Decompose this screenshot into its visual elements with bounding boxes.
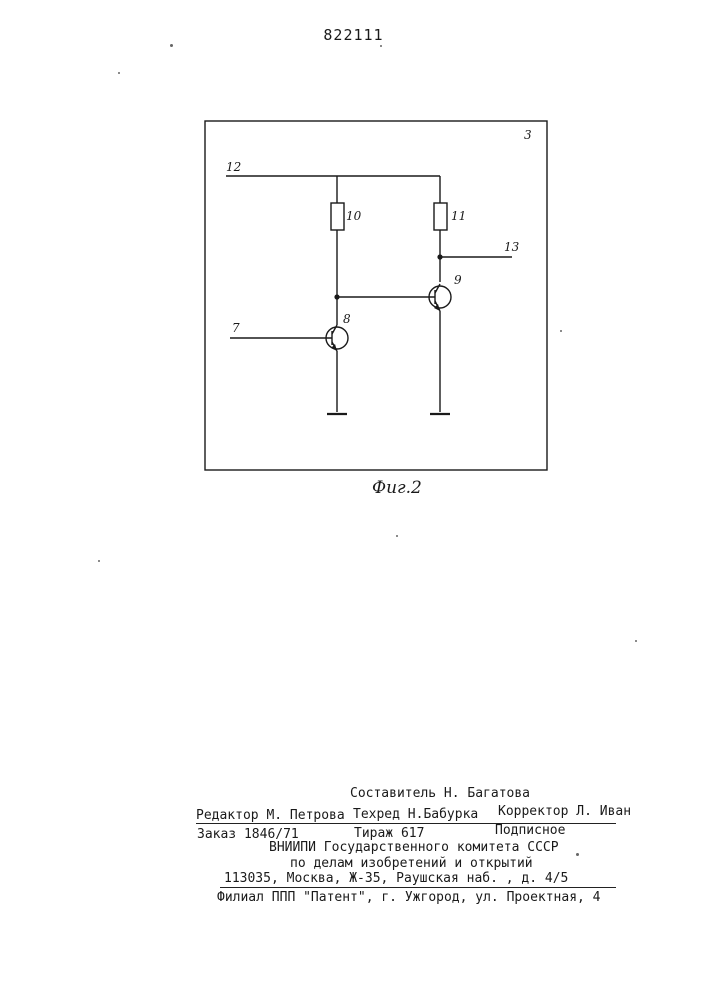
transistor-8-label: 8 xyxy=(343,312,351,326)
scan-speck xyxy=(118,72,120,74)
junction-node-output xyxy=(437,254,442,259)
scan-speck xyxy=(98,560,100,562)
resistor-10 xyxy=(331,203,344,230)
resistor-11 xyxy=(434,203,447,230)
scan-speck xyxy=(380,45,382,47)
resistor-10-label: 10 xyxy=(346,209,362,223)
block-label: 3 xyxy=(524,128,532,142)
organization-line-2: по делам изобретений и открытий xyxy=(290,856,533,871)
corrector: Корректор Л. Иван xyxy=(498,804,631,819)
techred: Техред Н.Бабурка xyxy=(353,807,478,822)
organization-line-1: ВНИИПИ Государственного комитета СССР xyxy=(269,840,559,855)
address: 113035, Москва, Ж-35, Раушская наб. , д.… xyxy=(224,871,568,886)
output-terminal-label: 13 xyxy=(504,240,520,254)
junction-node-left xyxy=(334,294,339,299)
subscription: Подписное xyxy=(495,823,565,838)
figure-caption: Фиг.2 xyxy=(372,478,422,498)
branch: Филиал ППП "Патент", г. Ужгород, ул. Про… xyxy=(217,890,601,905)
scan-speck xyxy=(396,535,398,537)
scan-speck xyxy=(635,640,637,642)
resistor-11-label: 11 xyxy=(451,209,466,223)
input-terminal-label: 7 xyxy=(232,321,240,335)
editor: Редактор М. Петрова xyxy=(196,808,345,823)
emitter-arrow-8 xyxy=(331,344,337,351)
colophon-rule-bottom xyxy=(220,887,616,888)
supply-terminal-label: 12 xyxy=(226,160,241,174)
compiler: Составитель Н. Багатова xyxy=(350,786,530,801)
circulation: Тираж 617 xyxy=(354,826,424,841)
scan-speck xyxy=(560,330,562,332)
transistor-9-label: 9 xyxy=(454,273,462,287)
block-frame xyxy=(205,121,547,470)
scan-speck xyxy=(576,853,579,856)
scan-speck xyxy=(170,44,173,47)
